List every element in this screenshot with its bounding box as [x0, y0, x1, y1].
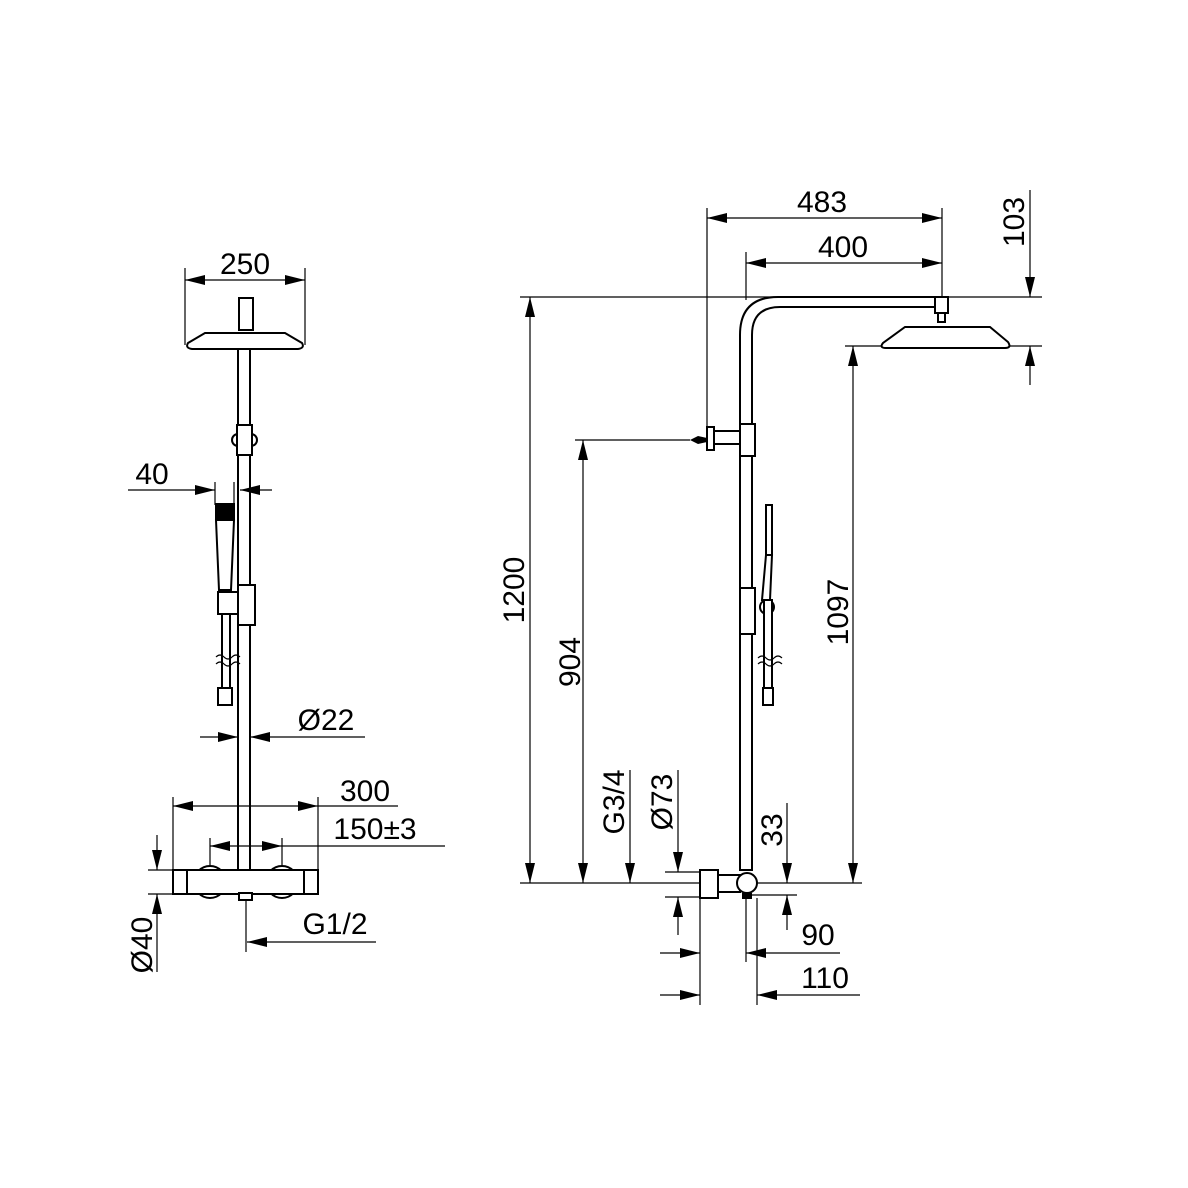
thermostat-mixer-front — [172, 865, 319, 901]
front-view: 250 40 — [126, 248, 445, 973]
dim-wall-to-pipe: 90 — [660, 919, 840, 958]
dim-mixer-width: 300 — [172, 775, 398, 870]
dim-label: Ø73 — [646, 774, 679, 831]
dim-head-height: 103 — [998, 190, 1035, 385]
dim-label: 90 — [801, 919, 834, 952]
dim-label: 33 — [756, 813, 789, 846]
dim-head-clearance: 1097 — [822, 346, 858, 883]
dim-diverter-height: 904 — [554, 439, 690, 883]
dim-arm-length: 400 — [745, 231, 942, 300]
overhead-shower-side — [880, 296, 1011, 349]
dim-label: Ø22 — [298, 704, 355, 737]
dim-label: 300 — [340, 775, 390, 808]
dim-label: 103 — [998, 197, 1031, 247]
pipe-joint-front — [231, 424, 258, 456]
dim-label: 250 — [220, 248, 270, 281]
dim-pipe-diameter: Ø22 — [200, 704, 365, 742]
side-view: 483 400 103 1200 — [498, 186, 1042, 1005]
dim-overall-height: 1200 — [498, 297, 535, 883]
dim-label: 1200 — [498, 557, 531, 624]
dim-mixer-diameter: Ø40 — [126, 835, 175, 973]
dim-label: 1097 — [822, 579, 855, 646]
dim-inlet-thread: G3/4 — [598, 769, 635, 883]
dim-label: 110 — [801, 962, 849, 995]
dim-label: G1/2 — [302, 908, 367, 941]
dim-label: 150±3 — [333, 813, 416, 846]
dim-head-width: 250 — [184, 248, 306, 345]
dim-outlet-thread: G1/2 — [245, 900, 376, 952]
dim-mixer-axis-offset: 33 — [752, 803, 797, 930]
dim-inlet-spacing: 150±3 — [209, 813, 445, 870]
hand-shower-side — [739, 504, 783, 706]
overhead-shower-front — [186, 297, 304, 350]
thermostat-mixer-side — [699, 869, 758, 899]
dim-label: 483 — [797, 186, 847, 219]
dim-mixer-body-diameter: Ø73 — [646, 770, 705, 935]
dim-label: 904 — [554, 637, 587, 687]
dim-label: Ø40 — [126, 917, 159, 974]
dim-label: 400 — [818, 231, 868, 264]
dim-wall-to-front: 110 — [660, 962, 860, 1000]
dim-label: 40 — [135, 458, 168, 491]
dim-label: G3/4 — [598, 769, 631, 834]
dim-overall-projection: 483 — [706, 186, 943, 430]
dim-hand-shower-offset: 40 — [128, 458, 272, 505]
diverter-side — [690, 423, 756, 457]
hand-shower-front — [214, 503, 256, 706]
